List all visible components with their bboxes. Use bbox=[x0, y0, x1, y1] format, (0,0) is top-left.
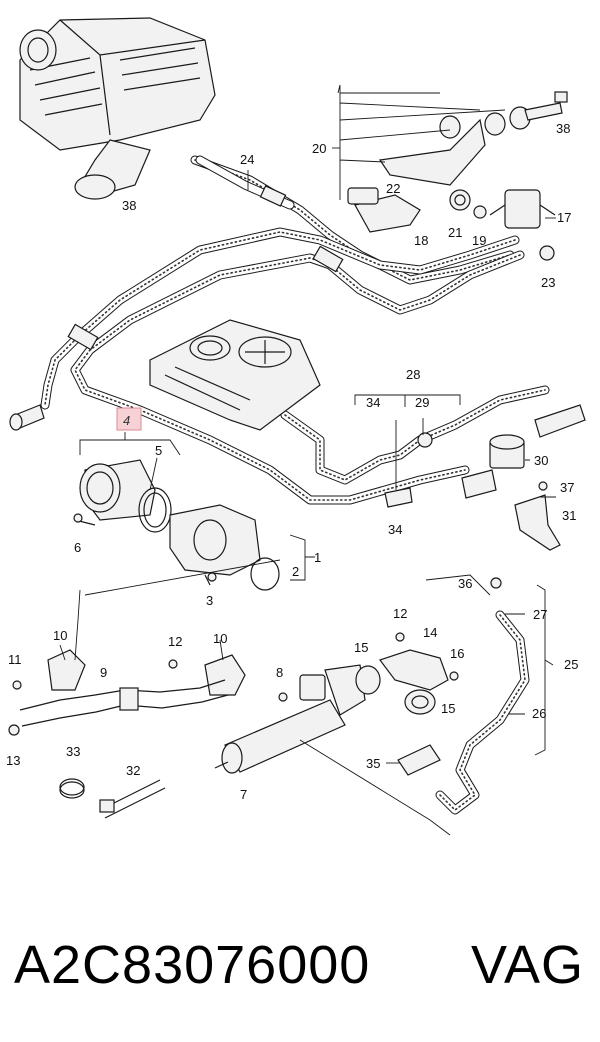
callout-5[interactable]: 5 bbox=[155, 443, 162, 458]
callout-17[interactable]: 17 bbox=[557, 210, 571, 225]
highlight-box bbox=[116, 407, 142, 431]
callout-18[interactable]: 18 bbox=[414, 233, 428, 248]
callout-25[interactable]: 25 bbox=[564, 657, 578, 672]
egr-pipe bbox=[8, 649, 246, 736]
callout-38-top-right[interactable]: 38 bbox=[556, 121, 570, 136]
valve-assembly bbox=[347, 91, 568, 261]
callout-28[interactable]: 28 bbox=[406, 367, 420, 382]
parts-diagram: 4 24 38 38 20 22 17 18 21 19 23 28 34 29… bbox=[6, 17, 586, 836]
callout-34-top[interactable]: 34 bbox=[366, 395, 380, 410]
callout-6[interactable]: 6 bbox=[74, 540, 81, 555]
callout-16[interactable]: 16 bbox=[450, 646, 464, 661]
throttle-body bbox=[74, 459, 280, 591]
callout-34-bottom[interactable]: 34 bbox=[388, 522, 402, 537]
fasteners bbox=[9, 404, 548, 589]
callout-36[interactable]: 36 bbox=[458, 576, 472, 591]
air-filter-housing bbox=[19, 17, 216, 200]
footer: A2C83076000 VAG bbox=[0, 920, 600, 1010]
callout-19[interactable]: 19 bbox=[472, 233, 486, 248]
part-number: A2C83076000 bbox=[14, 935, 371, 995]
callout-14[interactable]: 14 bbox=[423, 625, 437, 640]
callout-2[interactable]: 2 bbox=[292, 564, 299, 579]
callout-10-right[interactable]: 10 bbox=[213, 631, 227, 646]
callout-10-left[interactable]: 10 bbox=[53, 628, 67, 643]
callout-31[interactable]: 31 bbox=[562, 508, 576, 523]
pressure-converter bbox=[384, 404, 586, 551]
hose-clamps bbox=[59, 778, 166, 819]
callout-labels: 24 38 38 20 22 17 18 21 19 23 28 34 29 5… bbox=[6, 121, 578, 802]
callout-20[interactable]: 20 bbox=[312, 141, 326, 156]
callout-30[interactable]: 30 bbox=[534, 453, 548, 468]
callout-27[interactable]: 27 bbox=[533, 607, 547, 622]
callout-12-right[interactable]: 12 bbox=[393, 606, 407, 621]
callout-11[interactable]: 11 bbox=[8, 652, 22, 667]
hose-assembly bbox=[40, 155, 550, 815]
callout-35[interactable]: 35 bbox=[366, 756, 380, 771]
callout-12-left[interactable]: 12 bbox=[168, 634, 182, 649]
egr-cooler bbox=[214, 632, 459, 776]
leader-lines bbox=[59, 84, 556, 836]
callout-3[interactable]: 3 bbox=[206, 593, 213, 608]
callout-29[interactable]: 29 bbox=[415, 395, 429, 410]
callout-15-bottom[interactable]: 15 bbox=[441, 701, 455, 716]
callout-26[interactable]: 26 bbox=[532, 706, 546, 721]
callout-33[interactable]: 33 bbox=[66, 744, 80, 759]
callout-highlighted[interactable]: 4 bbox=[123, 413, 130, 428]
callout-37[interactable]: 37 bbox=[560, 480, 574, 495]
callout-13[interactable]: 13 bbox=[6, 753, 20, 768]
callout-32[interactable]: 32 bbox=[126, 763, 140, 778]
callout-7[interactable]: 7 bbox=[240, 787, 247, 802]
callout-24[interactable]: 24 bbox=[240, 152, 254, 167]
callout-22[interactable]: 22 bbox=[386, 181, 400, 196]
callout-23[interactable]: 23 bbox=[541, 275, 555, 290]
callout-15-top[interactable]: 15 bbox=[354, 640, 368, 655]
callout-1[interactable]: 1 bbox=[314, 550, 321, 565]
callout-9[interactable]: 9 bbox=[100, 665, 107, 680]
callout-38-top-left[interactable]: 38 bbox=[122, 198, 136, 213]
brand-label: VAG bbox=[470, 935, 584, 995]
callout-21[interactable]: 21 bbox=[448, 225, 462, 240]
callout-8[interactable]: 8 bbox=[276, 665, 283, 680]
cylinder-head-cover bbox=[149, 319, 321, 431]
